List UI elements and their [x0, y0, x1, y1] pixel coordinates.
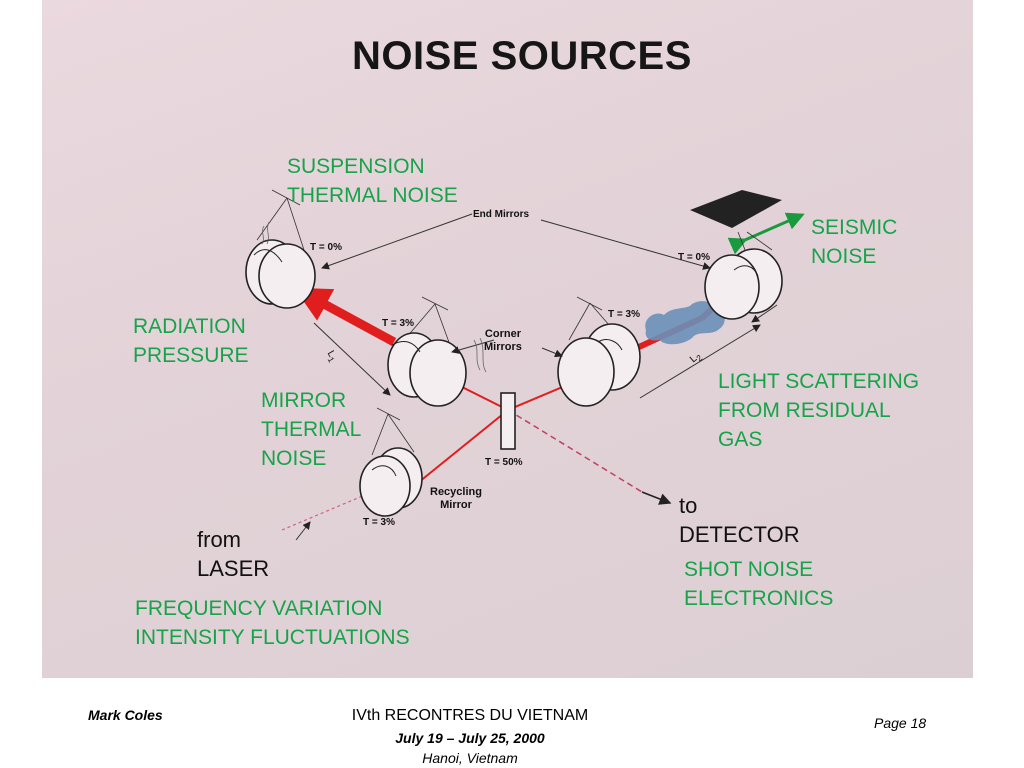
- radiation-pressure-arrow: [294, 287, 397, 346]
- label-t-left-corner: T = 3%: [382, 318, 414, 329]
- suspension-wires: [256, 189, 773, 456]
- thermal-wiggle-marks: [261, 221, 487, 373]
- seismic-ground-plate: [690, 190, 782, 228]
- label-end-mirrors: End Mirrors: [473, 209, 530, 220]
- recycling-mirror: [359, 447, 423, 517]
- label-t-right-corner: T = 3%: [608, 309, 640, 320]
- interferometer-diagram: [245, 189, 805, 541]
- footer-location: Hanoi, Vietnam: [422, 750, 518, 766]
- label-t-beamsplitter: T = 50%: [485, 457, 523, 468]
- label-t-recycling: T = 3%: [363, 517, 395, 528]
- annotation-arrows: [295, 213, 778, 541]
- scattering-gas-blob: [645, 301, 725, 345]
- label-t-left-end: T = 0%: [310, 242, 342, 253]
- seismic-double-arrow: [727, 212, 805, 255]
- right-corner-mirror: [557, 323, 641, 407]
- footer-page-number: Page 18: [874, 715, 927, 731]
- slide-title: NOISE SOURCES: [352, 34, 692, 78]
- footer-conference: IVth RECONTRES DU VIETNAM: [351, 707, 589, 724]
- beam-splitter: [500, 392, 516, 450]
- footer-author: Mark Coles: [88, 707, 163, 723]
- left-corner-mirror: [387, 332, 467, 407]
- footer-dates: July 19 – July 25, 2000: [395, 730, 545, 746]
- left-end-mirror: [245, 239, 316, 309]
- right-end-mirror: [704, 248, 783, 320]
- label-t-right-end: T = 0%: [678, 252, 710, 263]
